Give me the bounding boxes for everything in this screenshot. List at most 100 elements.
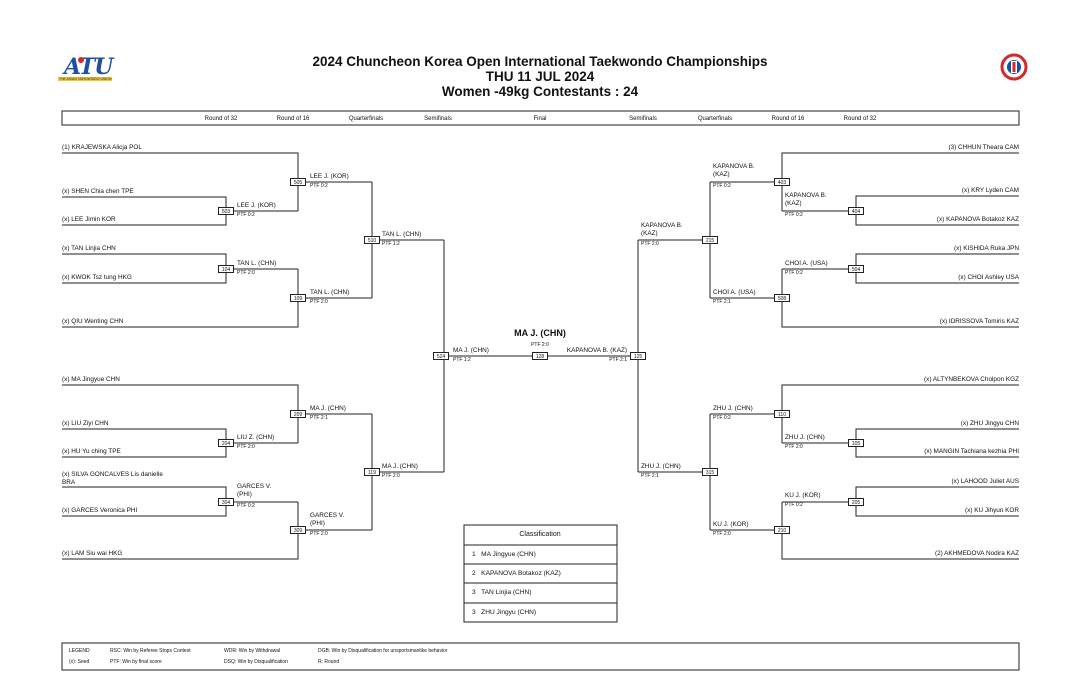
match-winner: TAN L. (CHN) <box>382 231 422 238</box>
round-header: Semifinals <box>629 116 657 122</box>
match-winner: KU J. (KOR) <box>785 492 821 499</box>
match-number: 304 <box>218 498 234 506</box>
match-winner: KAPANOVA B. <box>713 163 755 170</box>
entrant-name: (x) LAHOOD Juliet AUS <box>951 478 1019 485</box>
legend-label: LEGEND <box>69 648 90 654</box>
match-winner: TAN L. (CHN) <box>310 289 350 296</box>
match-score: PTF 0:2 <box>713 415 731 421</box>
entrant-name: (1) KRAJEWSKA Alicja POL <box>62 144 142 151</box>
legend-round: R: Round <box>318 659 340 665</box>
match-winner: LIU Z. (CHN) <box>237 434 275 441</box>
match-winner: MA J. (CHN) <box>310 405 346 412</box>
classification-rank: 3 <box>472 609 476 616</box>
match-score: PTF 2:1 <box>609 357 627 363</box>
match-number: 503 <box>218 207 234 215</box>
match-winner: KAPANOVA B. <box>785 192 827 199</box>
match-score: PTF 2:0 <box>713 531 731 537</box>
match-winner-country: (KAZ) <box>785 200 802 207</box>
match-winner-country: (KAZ) <box>713 171 730 178</box>
classification-row: 2 KAPANOVA Botakoz (KAZ) <box>472 570 561 577</box>
classification-rank: 3 <box>472 589 476 596</box>
entrant-name: BRA <box>62 479 76 486</box>
match-score: PTF 0:2 <box>785 270 803 276</box>
entrant-name: (x) MA Jingyue CHN <box>62 376 120 383</box>
final-match-number: 128 <box>532 352 548 360</box>
match-score: PTF 2:0 <box>785 444 803 450</box>
entrant-name: (x) KRY Lyden CAM <box>961 187 1019 194</box>
match-winner: LEE J. (KOR) <box>237 202 276 209</box>
match-score: PTF 2:0 <box>310 531 328 537</box>
match-score: PTF 2:0 <box>641 241 659 247</box>
entrant-name: (2) AKHMEDOVA Nodira KAZ <box>934 550 1019 557</box>
classification-name: MA Jingyue (CHN) <box>481 551 536 558</box>
match-winner: KU J. (KOR) <box>713 521 749 528</box>
federation-emblem-icon <box>1000 53 1028 81</box>
page-date: THU 11 JUL 2024 <box>485 69 595 84</box>
match-score: PTF 2:1 <box>713 299 731 305</box>
match-number: 204 <box>218 439 234 447</box>
match-winner: TAN L. (CHN) <box>237 260 277 267</box>
round-header: Round of 32 <box>843 116 877 122</box>
classification-name: KAPANOVA Botakoz (KAZ) <box>481 570 561 577</box>
match-number: 404 <box>848 207 864 215</box>
entrant-name: (x) KAPANOVA Botakoz KAZ <box>936 216 1019 223</box>
match-score: PTF 1:2 <box>453 357 471 363</box>
entrant-name: (x) LEE Jimin KOR <box>62 216 116 223</box>
entrant-name: (x) MANGIN Tachiana kezhia PHI <box>924 448 1019 455</box>
match-number: 105 <box>848 439 864 447</box>
match-winner-country: (KAZ) <box>641 230 658 237</box>
match-score: PTF 0:2 <box>237 503 255 509</box>
classification-rank: 2 <box>472 570 476 577</box>
entrant-name: (x) LAM Siu wai HKG <box>62 550 123 557</box>
entrant-name: (x) KISHIDA Ruka JPN <box>954 245 1019 252</box>
match-winner: LEE J. (KOR) <box>310 173 349 180</box>
entrant-name: (x) KWOK Tsz tung HKG <box>62 274 132 281</box>
match-number: 504 <box>848 265 864 273</box>
match-score: PTF 2:1 <box>641 473 659 479</box>
match-number: 119 <box>364 468 380 476</box>
match-score: PTF 0:2 <box>237 212 255 218</box>
classification-row: 3 ZHU Jingyu (CHN) <box>472 609 536 616</box>
match-number: 309 <box>290 526 306 534</box>
atu-logo-text: ATU <box>64 54 113 80</box>
match-winner: KAPANOVA B. <box>641 222 683 229</box>
match-number: 403 <box>774 178 790 186</box>
match-number: 315 <box>702 468 718 476</box>
match-winner: MA J. (CHN) <box>453 347 489 354</box>
match-number: 209 <box>290 410 306 418</box>
match-score: PTF 0:2 <box>785 502 803 508</box>
classification-title: Classification <box>519 531 561 538</box>
entrant-name: (x) HU Yu ching TPE <box>62 448 121 455</box>
atu-logo-dot-icon <box>78 57 84 63</box>
round-header: Round of 32 <box>204 116 238 122</box>
entrant-name: (x) LIU Ziyi CHN <box>62 420 109 427</box>
legend-dgb: DGB: Win by Disqualification for unsport… <box>318 648 448 654</box>
match-winner: KAPANOVA B. (KAZ) <box>566 347 627 354</box>
match-number: 104 <box>218 265 234 273</box>
match-number: 109 <box>290 294 306 302</box>
atu-logo: ATU THE ASIAN TAEKWONDO UNION <box>58 54 126 82</box>
classification-rank: 1 <box>472 551 476 558</box>
classification-name: TAN Linjia (CHN) <box>481 589 532 596</box>
match-score: PTF 2:0 <box>382 473 400 479</box>
final-champion: MA J. (CHN) <box>514 328 566 338</box>
match-winner: ZHU J. (CHN) <box>785 434 825 441</box>
match-winner: CHOI A. (USA) <box>785 260 828 267</box>
classification-name: ZHU Jingyu (CHN) <box>481 609 537 616</box>
match-winner-country: (PHI) <box>310 520 325 527</box>
match-number: 508 <box>774 294 790 302</box>
round-header: Round of 16 <box>771 116 805 122</box>
legend-wdr: WDR: Win by Withdrawal <box>224 648 281 654</box>
entrant-name: (x) GARCES Veronica PHI <box>62 507 138 514</box>
legend-ptf: PTF: Win by final score <box>110 659 162 665</box>
match-number: 210 <box>774 526 790 534</box>
entrant-name: (x) CHOI Ashley USA <box>958 274 1019 281</box>
match-score: PTF 2:0 <box>310 299 328 305</box>
legend-seed: (x): Seed <box>69 659 90 665</box>
entrant-name: (x) TAN Linjia CHN <box>62 245 116 252</box>
page-title: 2024 Chuncheon Korea Open International … <box>312 54 768 69</box>
entrant-name: (3) CHHUN Theara CAM <box>948 144 1019 151</box>
match-winner: CHOI A. (USA) <box>713 289 756 296</box>
match-number: 215 <box>702 236 718 244</box>
entrant-name: (x) ZHU Jingyu CHN <box>960 420 1019 427</box>
